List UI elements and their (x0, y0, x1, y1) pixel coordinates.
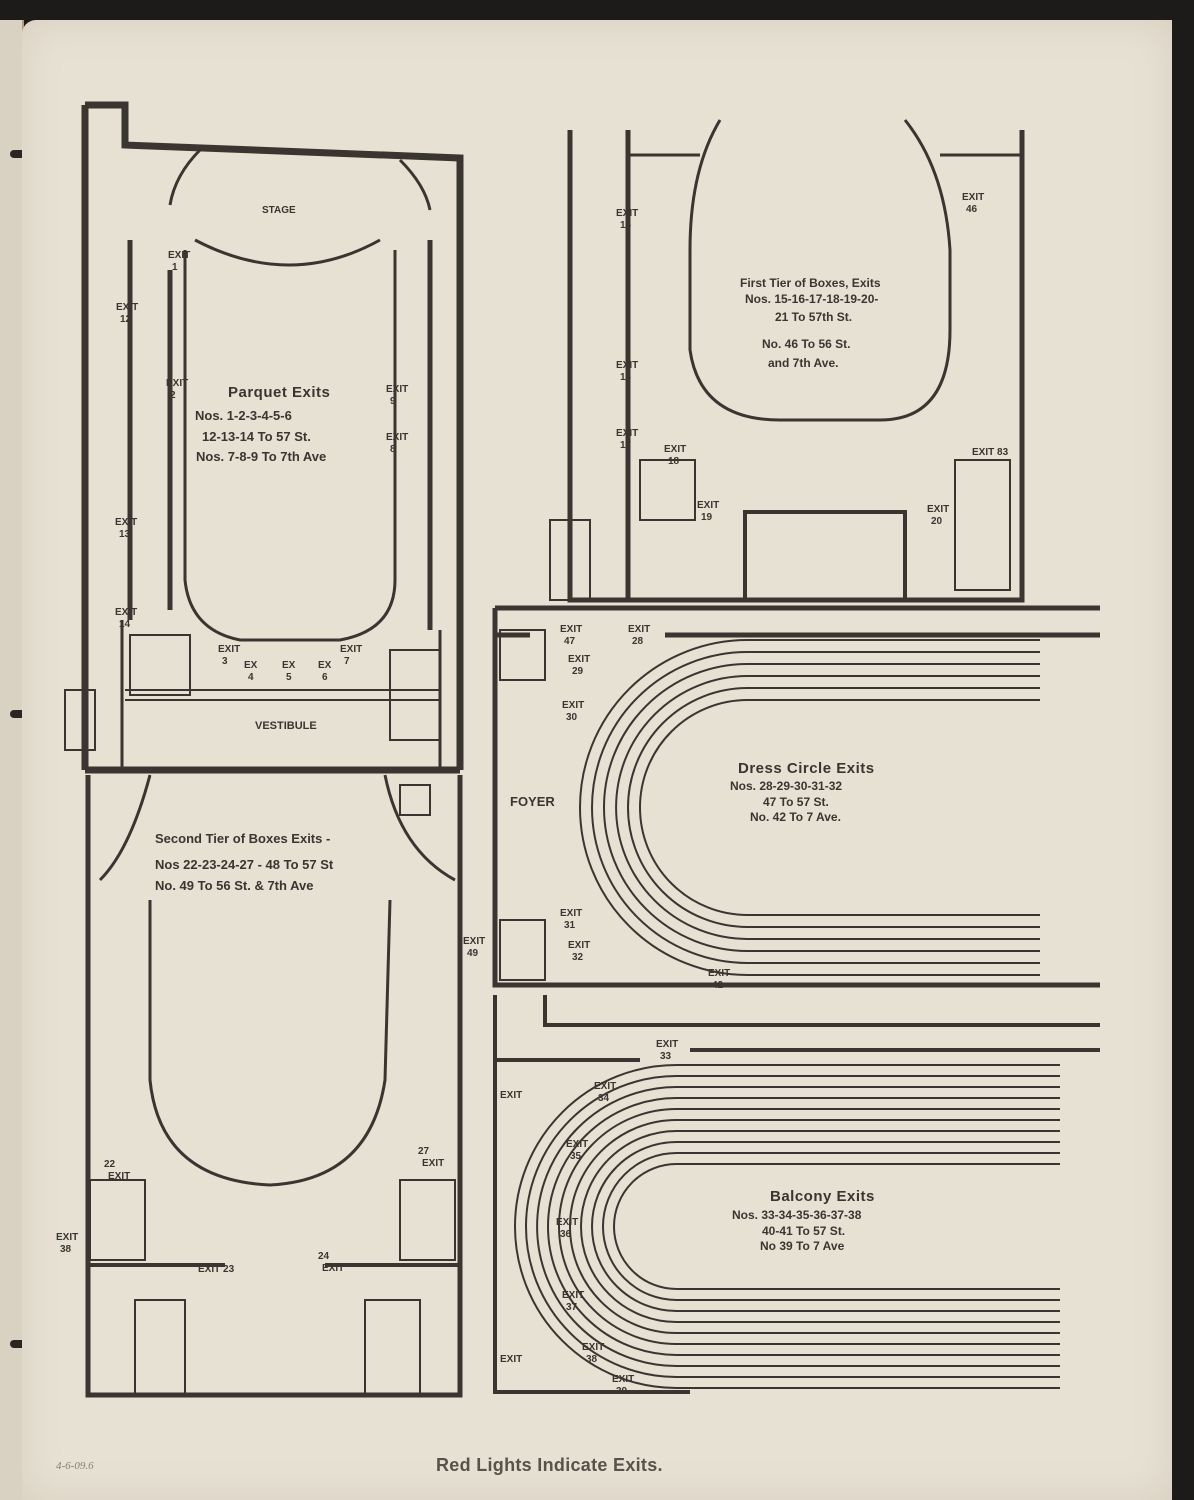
first-tier-line-1: Nos. 15-16-17-18-19-20- (745, 292, 878, 306)
second-tier-plan (85, 774, 463, 1398)
dress-circle-line-2: 47 To 57 St. (763, 795, 829, 809)
vestibule-label: VESTIBULE (255, 720, 317, 732)
first-tier-line-3: No. 46 To 56 St. (762, 337, 850, 351)
exit-label: EXIT 83 (972, 447, 1009, 458)
balcony-line-3: No 39 To 7 Ave (760, 1239, 845, 1253)
seating-row (613, 1163, 1060, 1290)
second-tier-title: Second Tier of Boxes Exits - (155, 831, 330, 846)
parquet-plan (64, 101, 464, 774)
seating-row (569, 1119, 1060, 1334)
seating-row (547, 1097, 1060, 1356)
first-tier-line-2: 21 To 57th St. (775, 310, 852, 324)
parquet-title: Parquet Exits (228, 384, 330, 401)
handwritten-note: 4-6-09.6 (56, 1460, 94, 1472)
balcony-line-2: 40-41 To 57 St. (762, 1224, 845, 1238)
seating-row (615, 675, 1040, 940)
seating-row (536, 1086, 1060, 1367)
first-tier-title: First Tier of Boxes, Exits (740, 276, 881, 290)
balcony-line-1: Nos. 33-34-35-36-37-38 (732, 1208, 862, 1222)
balcony-title: Balcony Exits (770, 1188, 875, 1205)
first-tier-plan (549, 119, 1025, 603)
seating-row (558, 1108, 1060, 1345)
exit-label: EXIT 23 (198, 1264, 235, 1275)
second-tier-line-2: No. 49 To 56 St. & 7th Ave (155, 878, 313, 893)
seating-row (602, 1152, 1060, 1301)
second-tier-line-1: Nos 22-23-24-27 - 48 To 57 St (155, 857, 334, 872)
dress-circle-plan (492, 605, 1100, 988)
seating-row (639, 699, 1040, 916)
dress-circle-title: Dress Circle Exits (738, 760, 875, 777)
binding-ring (10, 150, 26, 158)
foyer-label: FOYER (510, 794, 555, 809)
seating-row (627, 687, 1040, 928)
seating-row (579, 639, 1040, 976)
parquet-line-2: 12-13-14 To 57 St. (202, 429, 311, 444)
seating-row (580, 1130, 1060, 1323)
parquet-line-3: Nos. 7-8-9 To 7th Ave (196, 449, 326, 464)
seating-row (591, 651, 1040, 964)
seating-row (591, 1141, 1060, 1312)
dress-circle-line-3: No. 42 To 7 Ave. (750, 810, 841, 824)
exit-label: EXIT (500, 1354, 522, 1365)
balcony-plan (493, 995, 1100, 1394)
balcony-rows (514, 1064, 1060, 1389)
binding-ring (10, 1340, 26, 1348)
dress-circle-line-1: Nos. 28-29-30-31-32 (730, 779, 842, 793)
dress-circle-rows (579, 639, 1040, 976)
first-tier-line-4: and 7th Ave. (768, 356, 838, 370)
exit-label: EXIT (500, 1090, 522, 1101)
binding-ring (10, 710, 26, 718)
seating-row (525, 1075, 1060, 1378)
footer-caption: Red Lights Indicate Exits. (436, 1455, 663, 1475)
seating-row (514, 1064, 1060, 1389)
stage-label: STAGE (262, 205, 296, 216)
parquet-line-1: Nos. 1-2-3-4-5-6 (195, 408, 292, 423)
seating-row (603, 663, 1040, 952)
